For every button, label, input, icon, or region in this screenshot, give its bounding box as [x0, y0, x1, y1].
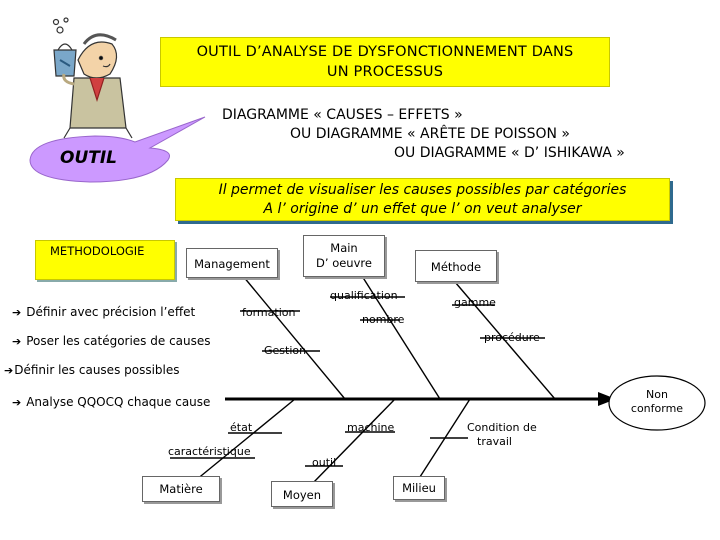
- cause-condition-line-2: travail: [477, 435, 512, 448]
- cause-qualification: qualification: [330, 289, 398, 302]
- arrow-bullet-icon: ➔: [12, 306, 22, 319]
- methodology-heading-box: METHODOLOGIE: [35, 240, 175, 280]
- diagram-names: DIAGRAMME « CAUSES – EFFETS » OU DIAGRAM…: [218, 106, 718, 163]
- category-matiere-label: Matière: [159, 482, 203, 496]
- purpose-line-1: Il permet de visualiser les causes possi…: [218, 182, 627, 198]
- cause-nombre: nombre: [362, 313, 405, 326]
- methodology-heading: METHODOLOGIE: [50, 244, 145, 258]
- main-title-box: OUTIL D’ANALYSE DE DYSFONCTIONNEMENT DAN…: [160, 37, 610, 87]
- fishbone-top-bones: [237, 269, 556, 400]
- category-milieu-label: Milieu: [402, 481, 436, 495]
- purpose-line-2: A l’ origine d’ un effet que l’ on veut …: [263, 201, 582, 217]
- diagram-name-2: OU DIAGRAMME « ARÊTE DE POISSON »: [290, 126, 570, 142]
- cause-gestion: Gestion: [264, 344, 307, 357]
- diagram-name-1: DIAGRAMME « CAUSES – EFFETS »: [222, 107, 463, 123]
- effect-label: Non conforme: [610, 388, 704, 416]
- cartoon-man-with-bucket-icon: [52, 17, 133, 139]
- arrow-bullet-icon: ➔: [12, 396, 22, 409]
- method-step-2: ➔ Poser les catégories de causes: [12, 334, 211, 348]
- category-management: Management: [186, 248, 278, 278]
- method-step-1-text: Définir avec précision l’effet: [26, 305, 196, 319]
- cause-caracteristique: caractéristique: [168, 445, 251, 458]
- cause-condition-travail: Condition de travail: [467, 421, 537, 449]
- outil-label: OUTIL: [60, 148, 118, 168]
- arrow-bullet-icon: ➔: [4, 364, 14, 377]
- category-main-oeuvre-label-2: D’ oeuvre: [316, 256, 372, 270]
- effect-line-2: conforme: [630, 402, 684, 415]
- cause-gamme: gamme: [454, 296, 496, 309]
- method-step-3: ➔Définir les causes possibles: [4, 363, 180, 377]
- cause-machine: machine: [347, 421, 395, 434]
- cause-outil: outil: [312, 456, 337, 469]
- method-step-4-text: Analyse QQOCQ chaque cause: [26, 395, 211, 409]
- title-line-2: UN PROCESSUS: [326, 64, 444, 80]
- cause-etat: état: [230, 421, 253, 434]
- fishbone-bottom-bones: [170, 398, 471, 485]
- category-main-oeuvre: Main D’ oeuvre: [303, 235, 385, 277]
- fishbone-spine: [225, 392, 616, 406]
- method-step-4: ➔ Analyse QQOCQ chaque cause: [12, 395, 210, 409]
- title-line-1: OUTIL D’ANALYSE DE DYSFONCTIONNEMENT DAN…: [196, 44, 574, 60]
- arrow-bullet-icon: ➔: [12, 335, 22, 348]
- diagram-name-3: OU DIAGRAMME « D’ ISHIKAWA »: [394, 145, 625, 161]
- cause-condition-line-1: Condition de: [467, 421, 537, 434]
- cause-formation: formation: [242, 306, 296, 319]
- method-step-1: ➔ Définir avec précision l’effet: [12, 305, 195, 319]
- category-matiere: Matière: [142, 476, 220, 502]
- purpose-box: Il permet de visualiser les causes possi…: [175, 178, 670, 221]
- category-moyen: Moyen: [271, 481, 333, 507]
- category-main-oeuvre-label-1: Main: [330, 241, 358, 255]
- category-methode-label: Méthode: [430, 260, 482, 274]
- category-moyen-label: Moyen: [282, 488, 322, 502]
- cause-procedure: procédure: [484, 331, 540, 344]
- effect-line-1: Non: [646, 388, 668, 401]
- method-step-3-text: Définir les causes possibles: [14, 363, 180, 377]
- category-milieu: Milieu: [393, 476, 445, 500]
- category-management-label: Management: [194, 257, 270, 271]
- effect-ellipse: [608, 375, 706, 431]
- method-step-2-text: Poser les catégories de causes: [26, 334, 211, 348]
- category-methode: Méthode: [415, 250, 497, 282]
- outil-callout: [29, 116, 206, 183]
